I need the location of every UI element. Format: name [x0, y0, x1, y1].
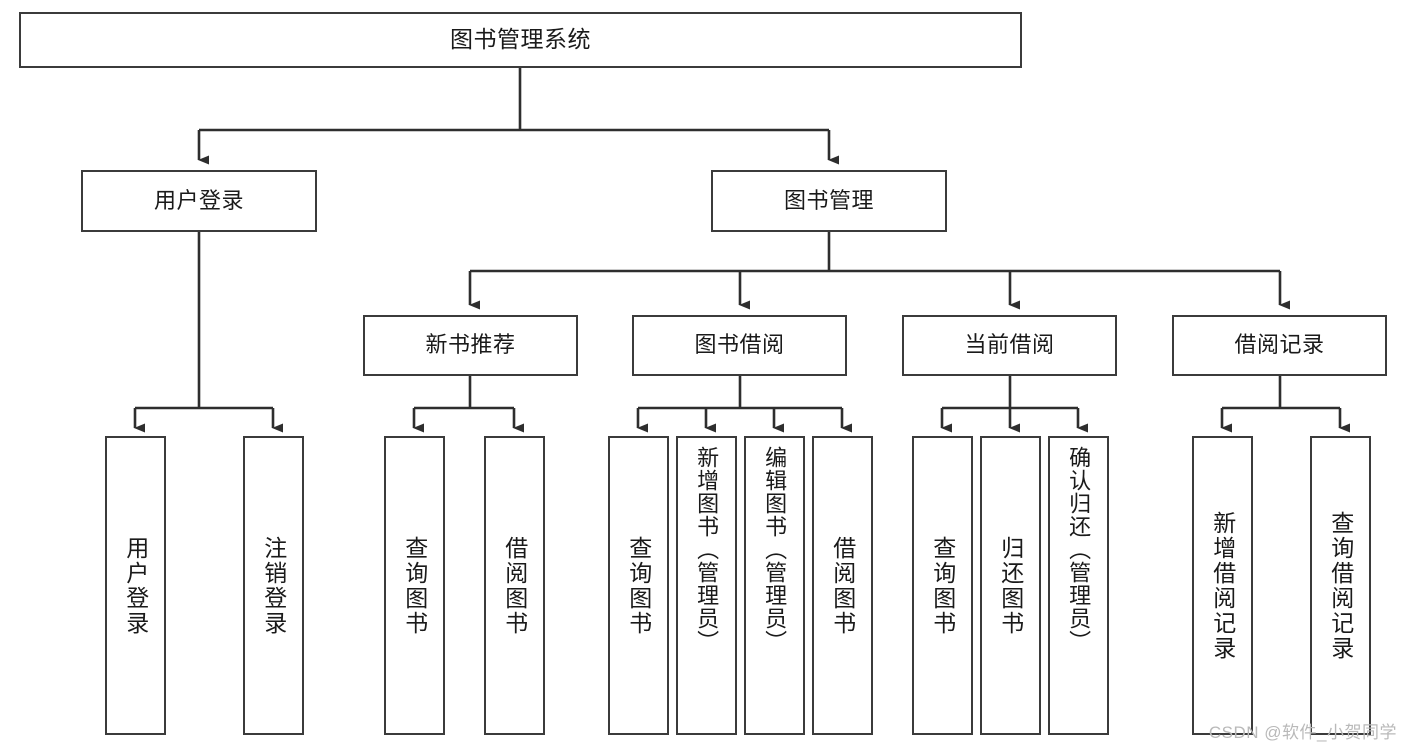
leaf-borrow-query-book-label: 查询图书 — [625, 535, 652, 636]
leaf-current-confirm-return-label: 确认归还（管理员） — [1066, 446, 1092, 653]
leaf-new-query-book[interactable]: 查询图书 — [384, 436, 445, 735]
node-current-borrow-label: 当前借阅 — [964, 332, 1055, 358]
leaf-borrow-edit-book[interactable]: 编辑图书（管理员） — [744, 436, 805, 735]
leaf-record-query-label: 查询借阅记录 — [1327, 510, 1354, 661]
leaf-user-login-label: 用户登录 — [122, 535, 149, 636]
node-borrow-records-label: 借阅记录 — [1234, 332, 1325, 358]
node-book-borrow[interactable]: 图书借阅 — [632, 315, 847, 376]
leaf-new-borrow-book[interactable]: 借阅图书 — [484, 436, 545, 735]
leaf-borrow-add-book[interactable]: 新增图书（管理员） — [676, 436, 737, 735]
node-new-book-recommend[interactable]: 新书推荐 — [363, 315, 578, 376]
leaf-record-add-label: 新增借阅记录 — [1209, 510, 1236, 661]
node-new-book-recommend-label: 新书推荐 — [425, 332, 516, 358]
node-user-login[interactable]: 用户登录 — [81, 170, 317, 232]
node-book-management-label: 图书管理 — [783, 187, 874, 213]
leaf-record-add[interactable]: 新增借阅记录 — [1192, 436, 1253, 735]
leaf-record-query[interactable]: 查询借阅记录 — [1310, 436, 1371, 735]
leaf-current-query-book-label: 查询图书 — [929, 535, 956, 636]
node-root-label: 图书管理系统 — [450, 26, 591, 53]
leaf-user-logout[interactable]: 注销登录 — [243, 436, 304, 735]
node-current-borrow[interactable]: 当前借阅 — [902, 315, 1117, 376]
node-book-borrow-label: 图书借阅 — [694, 332, 785, 358]
leaf-borrow-add-book-label: 新增图书（管理员） — [694, 446, 720, 653]
node-root[interactable]: 图书管理系统 — [19, 12, 1022, 68]
leaf-user-logout-label: 注销登录 — [260, 535, 287, 636]
csdn-watermark: CSDN @软件_小贺同学 — [1208, 723, 1397, 742]
leaf-borrow-borrow-book-label: 借阅图书 — [829, 535, 856, 636]
leaf-current-confirm-return[interactable]: 确认归还（管理员） — [1048, 436, 1109, 735]
leaf-borrow-borrow-book[interactable]: 借阅图书 — [812, 436, 873, 735]
leaf-new-borrow-book-label: 借阅图书 — [501, 535, 528, 636]
node-book-management[interactable]: 图书管理 — [711, 170, 947, 232]
leaf-new-query-book-label: 查询图书 — [401, 535, 428, 636]
leaf-user-login[interactable]: 用户登录 — [105, 436, 166, 735]
leaf-borrow-edit-book-label: 编辑图书（管理员） — [762, 446, 788, 653]
leaf-current-return-book[interactable]: 归还图书 — [980, 436, 1041, 735]
node-borrow-records[interactable]: 借阅记录 — [1172, 315, 1387, 376]
node-user-login-label: 用户登录 — [153, 187, 244, 213]
leaf-current-return-book-label: 归还图书 — [997, 535, 1024, 636]
leaf-current-query-book[interactable]: 查询图书 — [912, 436, 973, 735]
leaf-borrow-query-book[interactable]: 查询图书 — [608, 436, 669, 735]
